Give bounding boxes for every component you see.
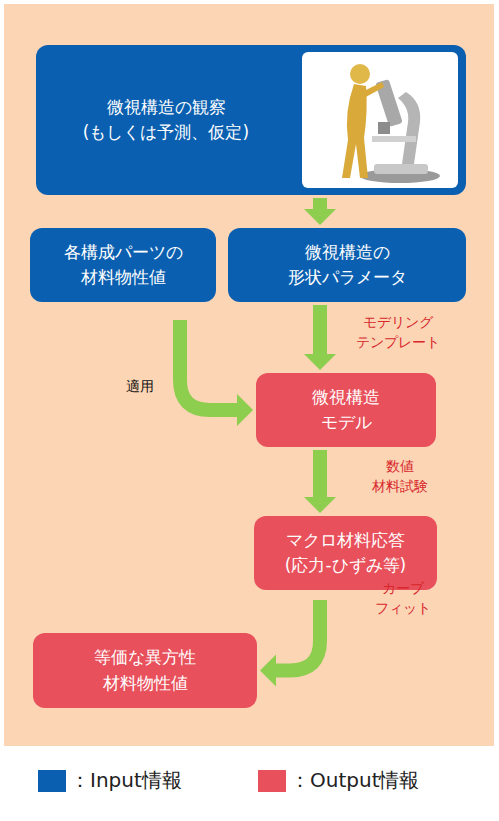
arrow-shaft [313, 305, 327, 355]
output-box: 等価な異方性 材料物性値 [33, 633, 257, 708]
microscope-lens [378, 122, 390, 134]
arrow-head [304, 354, 336, 370]
figure-arm [362, 82, 384, 98]
legend-swatch [258, 770, 286, 792]
flow-arrow [260, 600, 320, 687]
box-text: 微視構造の 形状パラメータ [272, 240, 422, 291]
legend-swatch [38, 770, 66, 792]
edge-label: カーブ フィット [363, 578, 443, 619]
microscope-stage [372, 136, 416, 142]
edge-label: 適用 [110, 376, 170, 396]
arrow-head [237, 394, 253, 426]
flow-arrow [304, 305, 336, 370]
microscope-illustration [302, 52, 458, 188]
microscope-arm [398, 92, 420, 164]
arrow-shaft [180, 320, 238, 410]
input-box: 各構成パーツの 材料物性値 [30, 228, 216, 302]
box-text: 等価な異方性 材料物性値 [80, 645, 210, 696]
arrow-head [304, 497, 336, 513]
figure-head [350, 64, 370, 84]
arrow-shaft [275, 600, 320, 671]
edge-label: モデリング テンプレート [343, 312, 453, 353]
arrow-shaft [313, 198, 327, 210]
legend-text: ：Output情報 [290, 766, 419, 794]
output-box: 微視構造 モデル [256, 373, 436, 447]
output-box: マクロ材料応答 (応力-ひずみ等) [254, 516, 437, 590]
illustration-frame [302, 52, 458, 188]
input-box: 微視構造の 形状パラメータ [228, 228, 466, 302]
flow-arrow [180, 320, 253, 426]
arrow-head [304, 209, 336, 225]
arrow-head [260, 655, 276, 687]
figure-body [342, 84, 368, 178]
arrow-shaft [313, 450, 327, 498]
box-text: 微視構造 モデル [296, 385, 396, 436]
flow-arrow [304, 450, 336, 513]
box-text: マクロ材料応答 (応力-ひずみ等) [266, 528, 426, 579]
microscope-foot [374, 164, 428, 174]
flow-arrow [304, 198, 336, 225]
box-text: 微視構造の観察 (もしくは予測、仮定) [61, 95, 271, 146]
edge-label: 数値 材料試験 [364, 456, 436, 497]
box-text: 各構成パーツの 材料物性値 [43, 240, 203, 291]
legend-text: ：Input情報 [70, 766, 182, 794]
